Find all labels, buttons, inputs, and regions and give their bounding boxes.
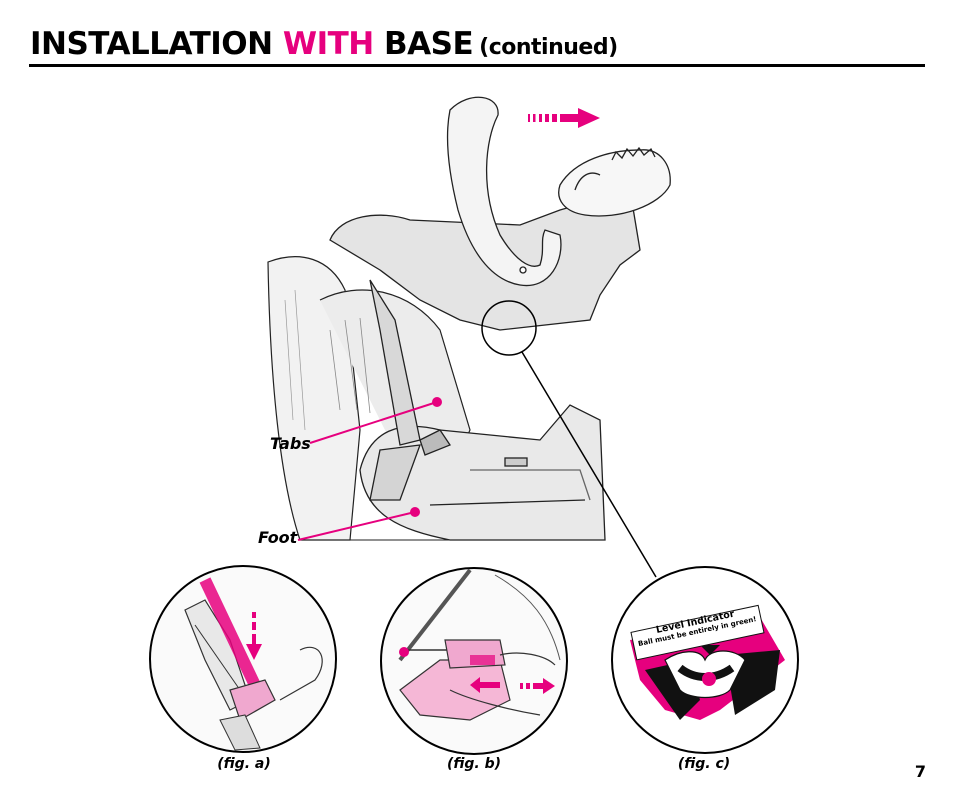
figure-b-drawing: [380, 567, 568, 755]
page-number: 7: [914, 762, 926, 781]
foot-callout-label: Foot: [258, 528, 298, 547]
title-part2: BASE: [384, 26, 474, 62]
figure-c-drawing: [611, 566, 799, 754]
page-title: INSTALLATION WITH BASE(continued): [30, 22, 618, 70]
detail-connector-line: [521, 351, 657, 578]
figure-c-caption: (fig. c): [677, 756, 731, 772]
motion-arrow-icon: [528, 108, 600, 128]
title-suffix: (continued): [479, 35, 618, 60]
figure-b-caption: (fig. b): [446, 756, 502, 772]
figure-a-caption: (fig. a): [217, 756, 271, 772]
tabs-callout-line: [309, 401, 438, 444]
title-accent: WITH: [282, 26, 374, 62]
infant-carrier-drawing: [329, 96, 671, 456]
tabs-callout-dot: [432, 397, 442, 407]
title-part1: INSTALLATION: [30, 26, 273, 62]
foot-callout-line: [297, 511, 416, 541]
detail-circle-marker: [481, 300, 537, 356]
level-ball-indicator: [702, 672, 716, 686]
figure-a-drawing: [149, 565, 337, 753]
header-rule: [29, 64, 925, 67]
tabs-callout-label: Tabs: [270, 434, 311, 453]
foot-callout-dot: [410, 507, 420, 517]
